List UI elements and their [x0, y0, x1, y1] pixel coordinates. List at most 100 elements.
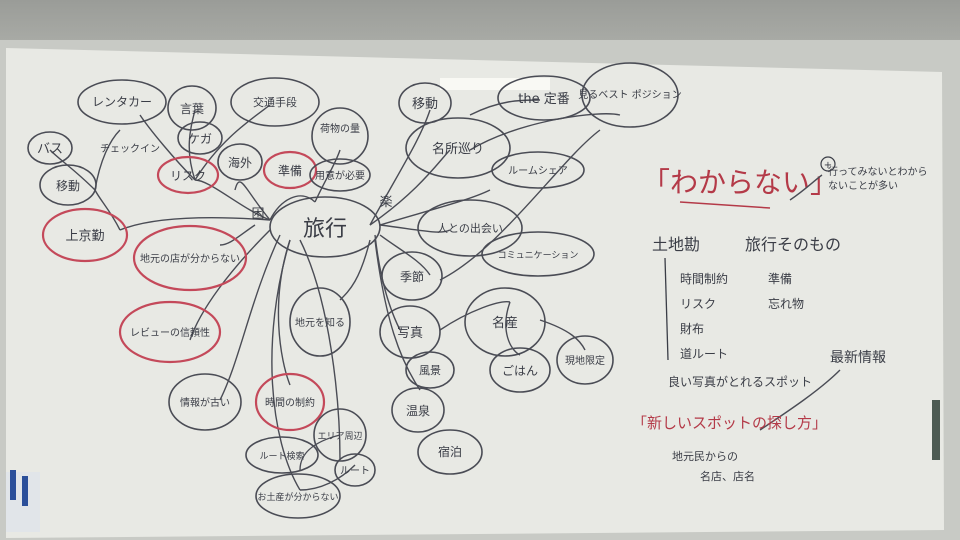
node-ellipse-red	[118, 300, 222, 364]
node-route-research: ルート検索	[259, 450, 304, 462]
node-preparation: 準備	[278, 163, 302, 178]
node-ellipse	[334, 453, 376, 487]
center-right-mark: 楽	[379, 194, 392, 210]
node-risk: リスク	[170, 169, 206, 183]
node-ellipse	[379, 305, 441, 359]
node-ellipse	[405, 117, 511, 179]
node-when-lost: 上京勤	[65, 229, 104, 244]
node-review: レビューの信頼性	[130, 326, 210, 339]
node-ellipse	[556, 335, 614, 385]
node-move: 移動	[412, 97, 438, 112]
node-ellipse	[217, 143, 263, 181]
node-abroad: 海外	[228, 155, 252, 170]
node-worry: お土産が分からない	[257, 491, 338, 503]
node-ellipse	[177, 121, 223, 155]
node-best-view: 見るベスト ポジション	[578, 89, 681, 101]
node-ellipse-red	[41, 207, 129, 263]
node-rice: ごはん	[502, 363, 538, 378]
col1-item: 道ルート	[680, 347, 728, 361]
node-things-needed: 用意が必要	[315, 169, 365, 182]
node-bus: バス	[37, 142, 63, 157]
notes-heading: 「わからない」	[642, 166, 838, 199]
col1-item: 時間制約	[680, 271, 728, 286]
col1-item: リスク	[680, 297, 716, 311]
node-ellipse-red	[132, 224, 248, 292]
notes-area: 「わからない」 + 行ってみないとわからないことが多い 土地勘 旅行そのもの 時…	[632, 156, 928, 483]
col2-item: 準備	[768, 271, 792, 286]
local-people: 地元民からの	[672, 450, 738, 463]
node-local-store: 地元の店が分からない	[140, 252, 240, 265]
node-info-scarce: 情報が古い	[180, 396, 230, 409]
node-luggage: 荷物の量	[320, 122, 360, 135]
node-room-share: ルームシェア	[508, 165, 568, 177]
node-transport-method: 交通手段	[253, 95, 297, 109]
node-ellipse	[491, 151, 585, 189]
center-node: 旅行 困 楽	[251, 194, 393, 258]
col1-bracket	[664, 257, 669, 361]
node-ellipse	[255, 473, 341, 519]
node-communication: コミュニケーション	[498, 250, 579, 261]
latest-info-arrow	[759, 369, 841, 431]
node-route: ルート	[340, 466, 370, 477]
node-ellipse	[77, 79, 167, 125]
node-ellipse-red	[156, 155, 220, 195]
center-ellipse	[269, 196, 381, 258]
node-ellipse	[311, 107, 369, 165]
whiteboard: バス レンタカー 言葉 チェックイン 移動 ケガ 交通手段 リスク 海外 荷物の…	[0, 40, 960, 540]
node-season: 季節	[400, 269, 424, 284]
node-ellipse	[497, 75, 591, 121]
node-scenery: 風景	[419, 364, 441, 377]
new-spot: 「新しいスポットの探し方」	[632, 414, 827, 432]
node-ellipse	[417, 429, 483, 475]
famous-store: 名店、店名	[700, 469, 755, 483]
col1-title: 土地勘	[652, 235, 700, 254]
node-check-in: チェックイン	[100, 143, 160, 155]
indicator-panel	[932, 400, 940, 460]
node-ellipse	[481, 231, 595, 277]
aside-arrow	[789, 174, 823, 201]
node-ellipse-red	[262, 150, 318, 190]
board-surface	[6, 48, 944, 538]
node-sightseeing: 名所巡り	[432, 141, 484, 157]
node-ellipse	[405, 351, 455, 389]
center-title: 旅行	[303, 217, 347, 242]
node-ellipse	[167, 85, 217, 131]
node-ellipse	[27, 131, 73, 165]
plus-circle	[820, 156, 836, 172]
col2-item: 忘れ物	[768, 296, 804, 311]
node-ellipse	[309, 158, 371, 192]
node-ellipse	[230, 77, 320, 127]
node-ellipse	[289, 287, 351, 357]
node-ellipse	[168, 373, 242, 431]
left-cluster: バス レンタカー 言葉 チェックイン 移動 ケガ 交通手段 リスク 海外 荷物の…	[27, 77, 376, 519]
col2-title: 旅行そのもの	[745, 235, 841, 254]
light-reflection	[440, 78, 550, 90]
latest-info: 最新情報	[830, 350, 886, 366]
node-deadline: エリア周辺	[317, 431, 362, 442]
node-ellipse	[417, 199, 523, 257]
node-ellipse	[489, 347, 551, 393]
good-photo-spot: 良い写真がとれるスポット	[668, 374, 812, 389]
node-transport: 移動	[56, 179, 80, 193]
connection-lines	[49, 99, 621, 491]
node-ellipse	[39, 164, 97, 206]
node-specialty: 名産	[492, 315, 518, 331]
marker-blue	[22, 476, 28, 506]
node-ellipse	[245, 436, 319, 474]
node-rentacar: レンタカー	[92, 95, 152, 109]
node-onsen-stay: 宿泊	[438, 444, 462, 459]
node-photos: 写真	[397, 326, 423, 341]
plus-mark: +	[824, 160, 832, 171]
node-ellipse	[464, 287, 546, 357]
node-hot-spring: 温泉	[406, 404, 430, 418]
right-cluster: 移動 the 定番 見るベスト ポジション 名所巡り ルームシェア 人との出会い…	[289, 62, 682, 475]
center-left-mark: 困	[251, 207, 264, 222]
heading-underline	[679, 201, 771, 209]
node-ellipse-red	[254, 372, 326, 432]
aside-note: 行ってみないとわからないことが多い	[828, 167, 928, 192]
col1-item: 財布	[680, 321, 704, 336]
node-ellipse	[313, 408, 367, 462]
node-local-limited: 現地限定	[565, 354, 605, 367]
node-language: 言葉	[180, 102, 204, 116]
